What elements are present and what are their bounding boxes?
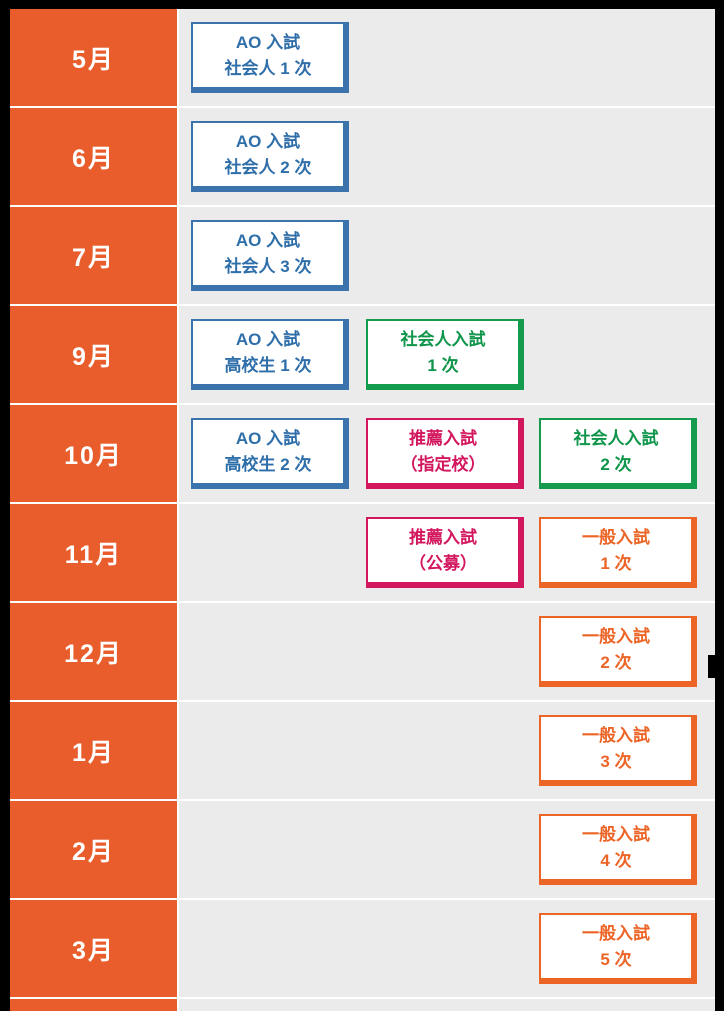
schedule-cell	[179, 999, 715, 1011]
month-label: 3月	[10, 900, 177, 997]
exam-card-suisen: 推薦入試 （公募）	[366, 517, 524, 588]
exam-card-ao: AO 入試 社会人 2 次	[191, 121, 349, 192]
exam-card-line2: 1 次	[427, 355, 459, 375]
month-label: 2月	[10, 801, 177, 898]
exam-card-line2: 1 次	[600, 553, 632, 573]
exam-card-ao: AO 入試 高校生 2 次	[191, 418, 349, 489]
exam-card-line2: 社会人 2 次	[224, 157, 312, 177]
exam-card-ippan: 一般入試 2 次	[539, 616, 697, 687]
exam-card-ippan: 一般入試 3 次	[539, 715, 697, 786]
exam-card-line2: 社会人 1 次	[224, 58, 312, 78]
schedule-cell: 一般入試 3 次	[179, 702, 715, 799]
schedule-row-november: 11月 推薦入試 （公募） 一般入試 1 次	[10, 504, 715, 601]
month-label: 5月	[10, 9, 177, 106]
schedule-row-may: 5月 AO 入試 社会人 1 次	[10, 9, 715, 106]
exam-card-shakaijin: 社会人入試 2 次	[539, 418, 697, 489]
exam-card-ippan: 一般入試 4 次	[539, 814, 697, 885]
schedule-row-june: 6月 AO 入試 社会人 2 次	[10, 108, 715, 205]
exam-card-line2: 高校生 1 次	[224, 355, 312, 375]
month-label: 1月	[10, 702, 177, 799]
exam-card-ao: AO 入試 社会人 3 次	[191, 220, 349, 291]
exam-card-line1: AO 入試	[235, 330, 301, 349]
exam-card-line2: （公募）	[409, 553, 477, 573]
exam-card-line2: 社会人 3 次	[224, 256, 312, 276]
month-label: 11月	[10, 504, 177, 601]
schedule-row-october: 10月 AO 入試 高校生 2 次 推薦入試 （指定校） 社会人入試 2 次	[10, 405, 715, 502]
exam-card-line1: AO 入試	[235, 132, 301, 151]
exam-card-line1: 一般入試	[582, 825, 650, 844]
exam-card-line2: （指定校）	[400, 454, 486, 474]
exam-card-line2: 4 次	[600, 850, 632, 870]
month-label: 12月	[10, 603, 177, 700]
month-label: 11月	[10, 999, 177, 1011]
schedule-row-february: 2月 一般入試 4 次	[10, 801, 715, 898]
exam-card-line1: AO 入試	[235, 33, 301, 52]
exam-card-line2: 2 次	[600, 454, 632, 474]
schedule-row-november-partial: 11月	[10, 999, 715, 1011]
schedule-cell: AO 入試 社会人 3 次	[179, 207, 715, 304]
schedule-cell: 一般入試 2 次	[179, 603, 715, 700]
exam-card-line1: 社会人入試	[400, 330, 486, 349]
schedule-cell: AO 入試 高校生 2 次 推薦入試 （指定校） 社会人入試 2 次	[179, 405, 715, 502]
exam-card-line1: 社会人入試	[573, 429, 659, 448]
exam-card-shakaijin: 社会人入試 1 次	[366, 319, 524, 390]
exam-card-line2: 高校生 2 次	[224, 454, 312, 474]
edge-notch	[708, 655, 724, 678]
schedule-row-march: 3月 一般入試 5 次	[10, 900, 715, 997]
exam-card-line1: 一般入試	[582, 528, 650, 547]
admission-schedule-table: 5月 AO 入試 社会人 1 次 6月 AO 入試 社会人 2 次 7月 AO …	[10, 9, 715, 1011]
schedule-cell: AO 入試 高校生 1 次 社会人入試 1 次	[179, 306, 715, 403]
exam-card-suisen: 推薦入試 （指定校）	[366, 418, 524, 489]
exam-card-line1: 一般入試	[582, 726, 650, 745]
exam-card-line2: 5 次	[600, 949, 632, 969]
month-label: 6月	[10, 108, 177, 205]
schedule-cell: 一般入試 5 次	[179, 900, 715, 997]
schedule-cell: AO 入試 社会人 1 次	[179, 9, 715, 106]
exam-card-line1: 一般入試	[582, 924, 650, 943]
schedule-row-january: 1月 一般入試 3 次	[10, 702, 715, 799]
exam-card-ao: AO 入試 社会人 1 次	[191, 22, 349, 93]
schedule-row-september: 9月 AO 入試 高校生 1 次 社会人入試 1 次	[10, 306, 715, 403]
exam-card-ao: AO 入試 高校生 1 次	[191, 319, 349, 390]
schedule-row-december: 12月 一般入試 2 次	[10, 603, 715, 700]
exam-card-line1: 一般入試	[582, 627, 650, 646]
exam-card-line2: 2 次	[600, 652, 632, 672]
schedule-cell: 推薦入試 （公募） 一般入試 1 次	[179, 504, 715, 601]
exam-card-line1: AO 入試	[235, 429, 301, 448]
exam-card-ippan: 一般入試 1 次	[539, 517, 697, 588]
exam-card-line1: 推薦入試	[409, 528, 477, 547]
schedule-cell: 一般入試 4 次	[179, 801, 715, 898]
exam-card-line2: 3 次	[600, 751, 632, 771]
schedule-row-july: 7月 AO 入試 社会人 3 次	[10, 207, 715, 304]
exam-card-ippan: 一般入試 5 次	[539, 913, 697, 984]
exam-card-line1: AO 入試	[235, 231, 301, 250]
month-label: 7月	[10, 207, 177, 304]
month-label: 9月	[10, 306, 177, 403]
exam-card-line1: 推薦入試	[409, 429, 477, 448]
month-label: 10月	[10, 405, 177, 502]
schedule-cell: AO 入試 社会人 2 次	[179, 108, 715, 205]
